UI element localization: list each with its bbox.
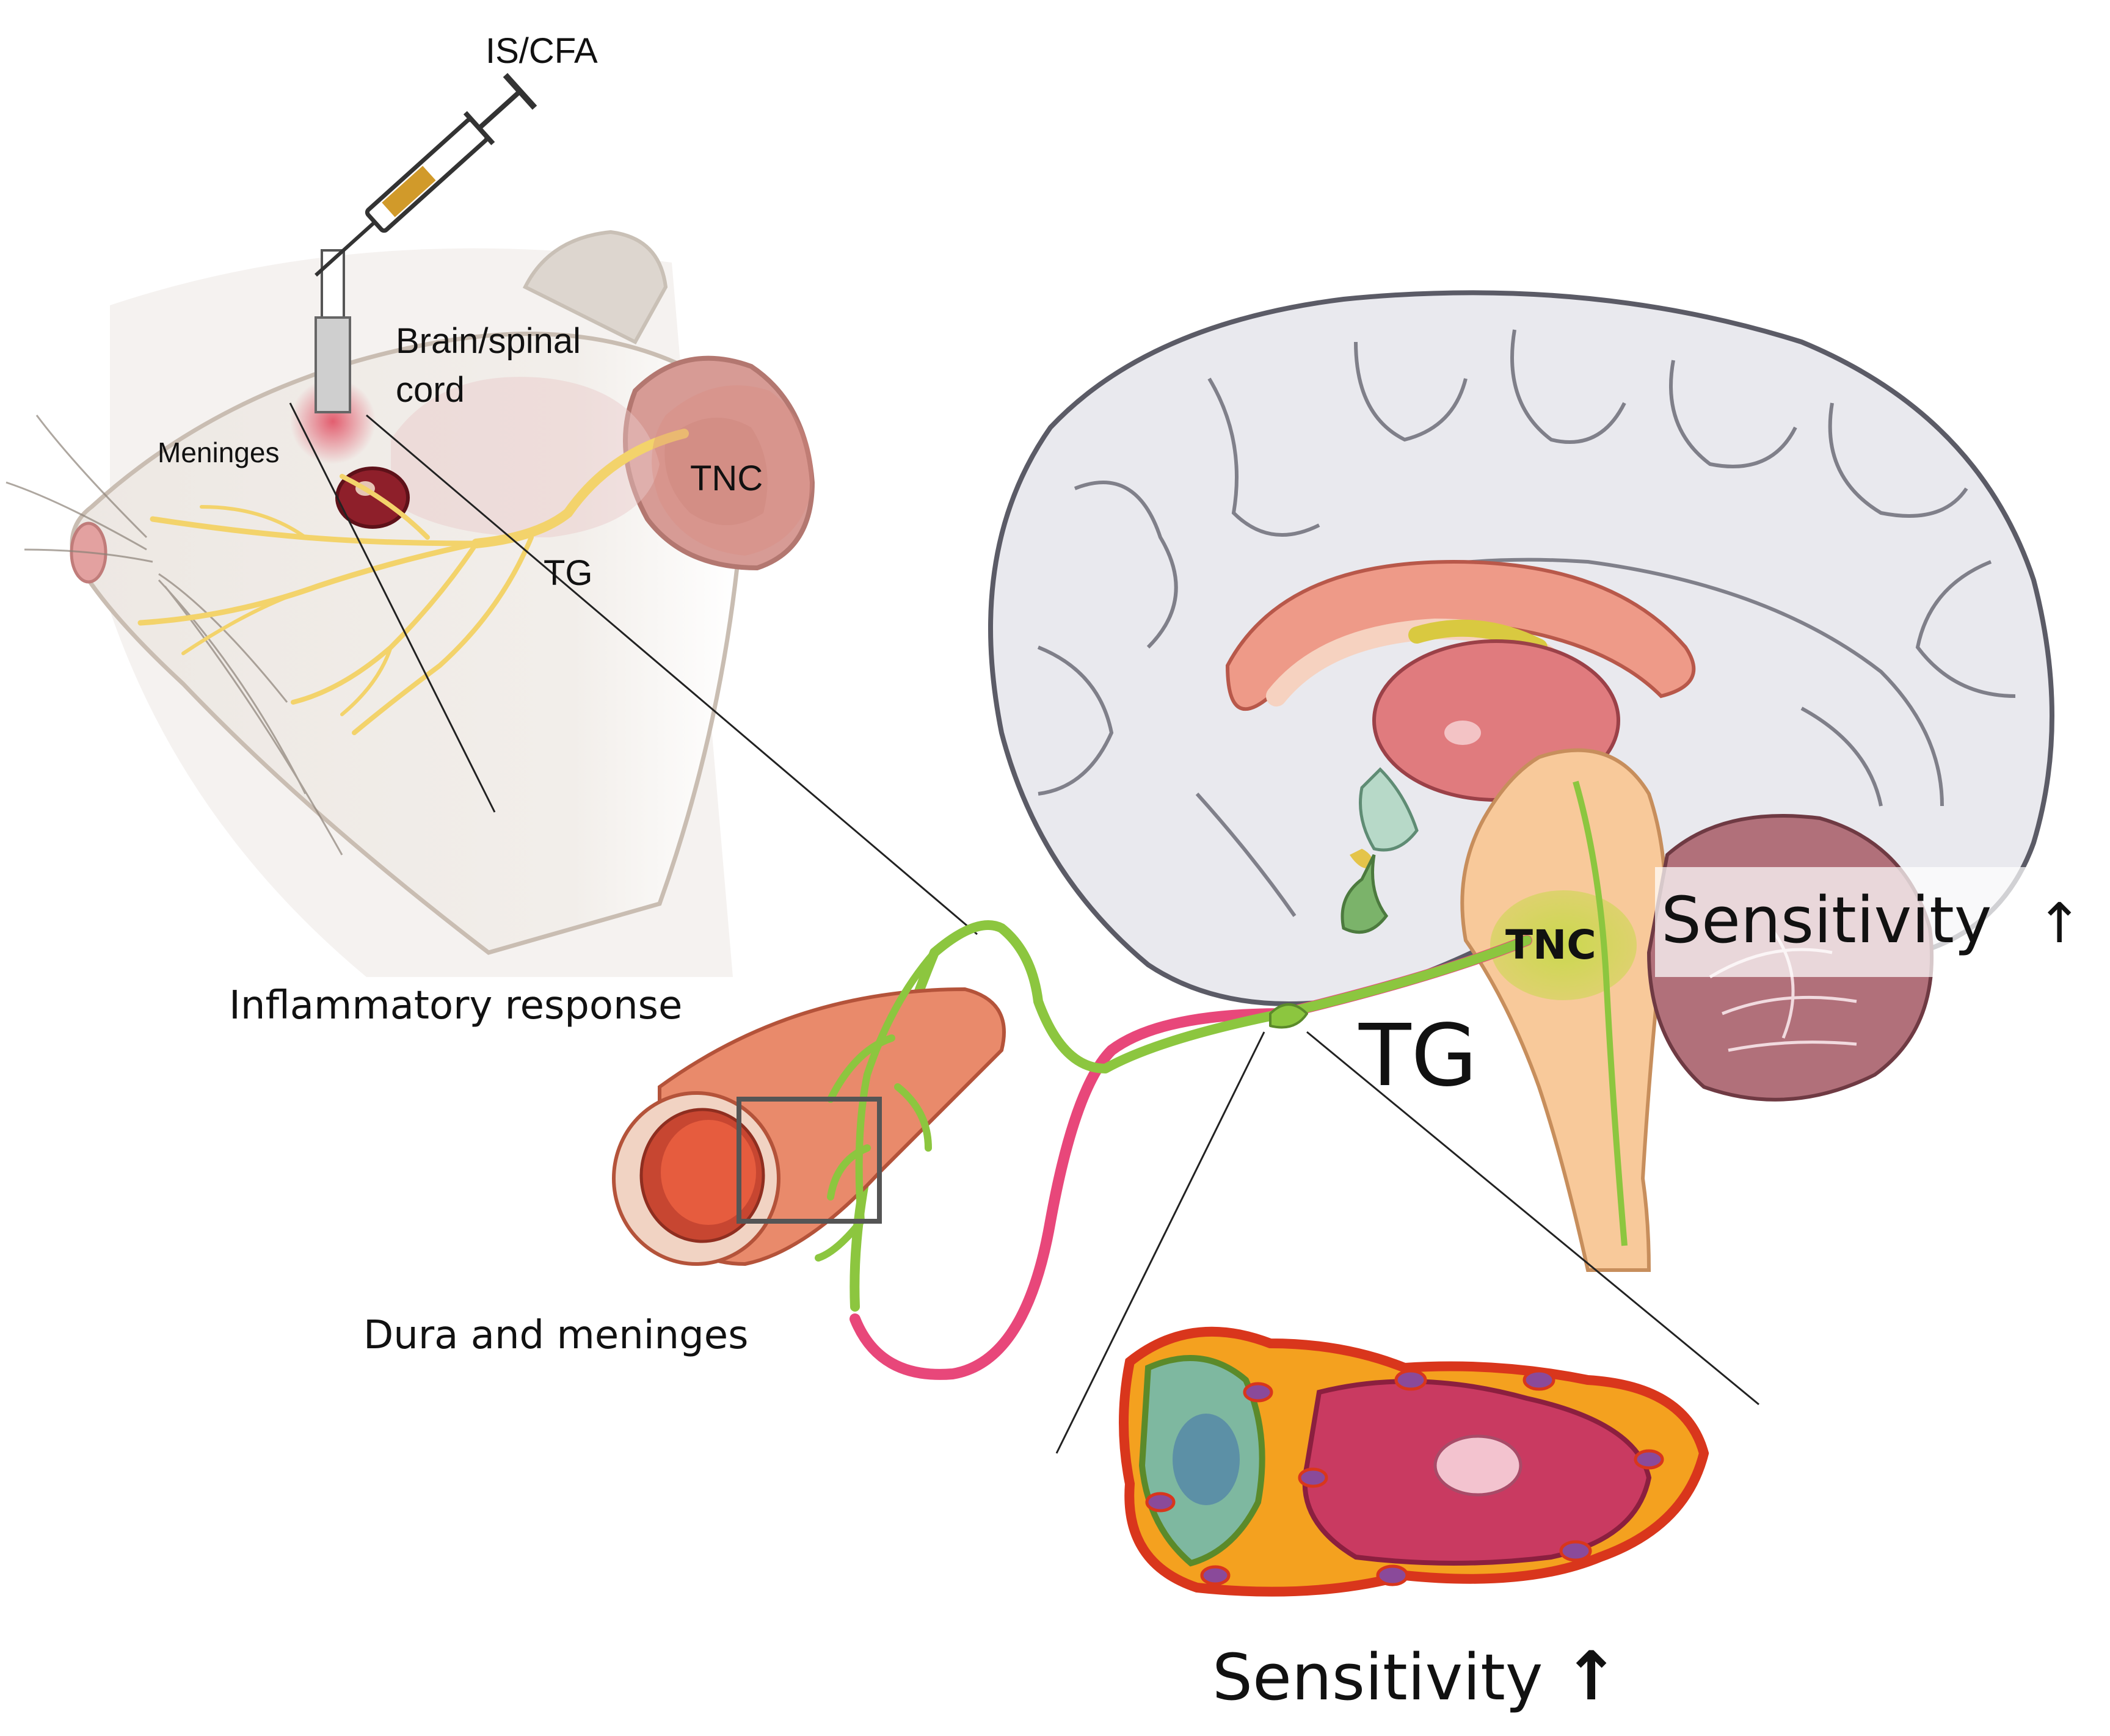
brainstem-green-tract <box>1573 780 1628 1246</box>
inflammatory-response-label: Inflammatory response <box>229 983 683 1028</box>
trigeminal-cell-cluster <box>1055 1031 1759 1597</box>
rat-ear-inner <box>664 418 768 525</box>
dura-meninges-label: Dura and meninges <box>363 1313 749 1358</box>
tnc-rat-label: TNC <box>690 459 763 498</box>
fornix-yellow <box>1408 619 1548 656</box>
rat-brain-overlay <box>391 377 660 537</box>
vessel-nerve-endings <box>815 949 938 1262</box>
optic-chiasm <box>1350 849 1374 869</box>
rat-tnc-structure <box>652 385 813 556</box>
blood-vessel <box>612 949 1006 1266</box>
syringe-icon <box>315 73 537 277</box>
sensitivity-right-label: Sensitivity ↑ <box>1661 888 2083 952</box>
brain-spinal-label-line2: cord <box>396 370 465 410</box>
neuron-nucleus <box>1433 1434 1522 1497</box>
hypothalamus <box>1359 767 1419 852</box>
green-cell-nucleus <box>1173 1414 1240 1505</box>
rat-ear-back <box>522 230 668 344</box>
meninges-label: Meninges <box>158 437 280 468</box>
tg-rat-label: TG <box>544 553 593 593</box>
cannula-tube <box>321 249 345 325</box>
injection-site-glow <box>290 379 376 464</box>
brain-spinal-label-line1: Brain/spinal <box>396 321 581 361</box>
rat-head-illustration <box>5 230 978 978</box>
up-arrow-icon: ↑ <box>2036 892 2083 956</box>
up-arrow-icon: ↑ <box>1563 1637 1620 1715</box>
sensitivity-bottom-label: Sensitivity ↑ <box>1212 1643 1620 1710</box>
zoom-line <box>1055 1031 1265 1454</box>
tg-ganglion <box>1269 1003 1308 1029</box>
zoom-line <box>366 414 978 935</box>
thalamus-highlight <box>1444 721 1481 745</box>
brainstem <box>1460 748 1667 1272</box>
sensitivity-bottom-text: Sensitivity <box>1212 1640 1543 1715</box>
brain-sagittal-illustration <box>988 290 2095 1272</box>
vessel-lumen <box>661 1120 756 1225</box>
satellite-glia <box>1145 1369 1664 1586</box>
trigeminal-nerve-branches <box>137 429 689 735</box>
tnc-brain-label: TNC <box>1505 921 1596 968</box>
injection-label: IS/CFA <box>486 31 598 71</box>
sensitivity-right-text: Sensitivity <box>1661 883 1992 957</box>
pituitary <box>1341 854 1389 934</box>
cannula-body <box>315 316 351 413</box>
tg-label: TG <box>1359 1006 1478 1106</box>
sensitivity-label-band <box>1655 867 2095 977</box>
zoom-box <box>737 1097 882 1224</box>
zoom-line <box>1306 1031 1759 1406</box>
zoom-line <box>289 402 496 813</box>
cerebral-gyri <box>1037 329 2016 917</box>
